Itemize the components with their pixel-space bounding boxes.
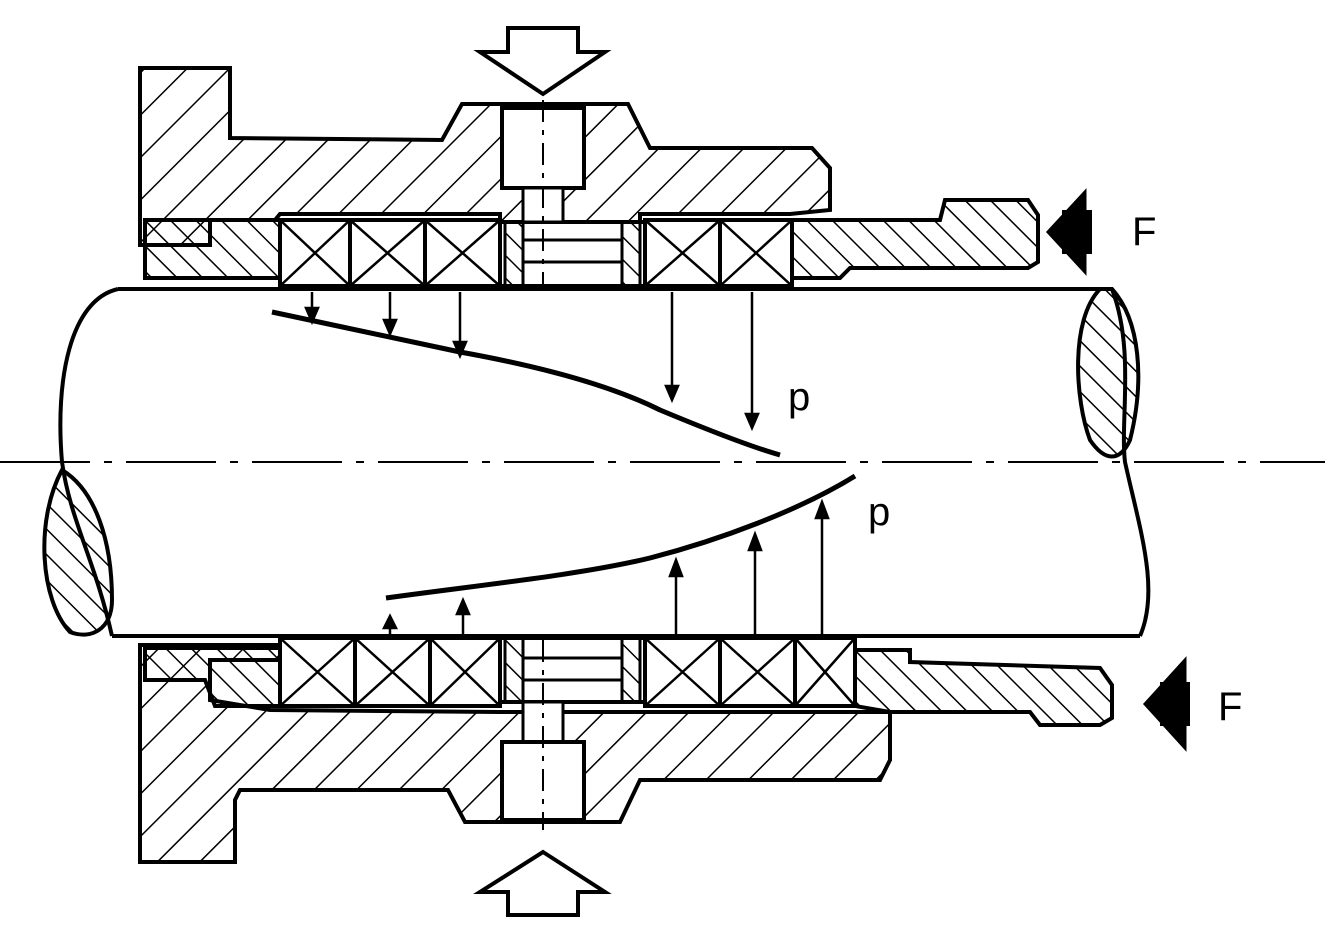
- shaft-break-left: [42, 467, 115, 637]
- pressure-curve-top: [271, 309, 781, 458]
- shaft-break-right: [1076, 287, 1141, 459]
- flush-inlet-arrow-bottom: [473, 849, 612, 917]
- pressure-arrows-bottom: [381, 498, 830, 634]
- flush-port-top: [500, 100, 586, 286]
- gland-follower-bottom: [853, 648, 1114, 727]
- flush-inlet-arrow-top: [473, 26, 612, 97]
- force-arrow-top-tail: [1062, 210, 1092, 254]
- pressure-label-bottom: p: [868, 490, 890, 534]
- force-label-bottom: F: [1218, 685, 1242, 729]
- gland-follower-top: [790, 198, 1040, 280]
- pressure-arrows-top: [304, 292, 760, 432]
- pressure-label-top: p: [788, 375, 810, 419]
- pressure-curve-bottom: [385, 473, 857, 601]
- flush-port-bottom: [500, 640, 586, 830]
- force-arrow-bottom-tail: [1160, 682, 1190, 726]
- throat-bushing-top: [143, 218, 282, 280]
- lantern-ring-bottom: [498, 636, 647, 704]
- lantern-ring-top: [498, 220, 647, 288]
- packing-rings-top: [278, 218, 794, 288]
- force-label-top: F: [1132, 210, 1156, 254]
- shaft: [58, 287, 1151, 638]
